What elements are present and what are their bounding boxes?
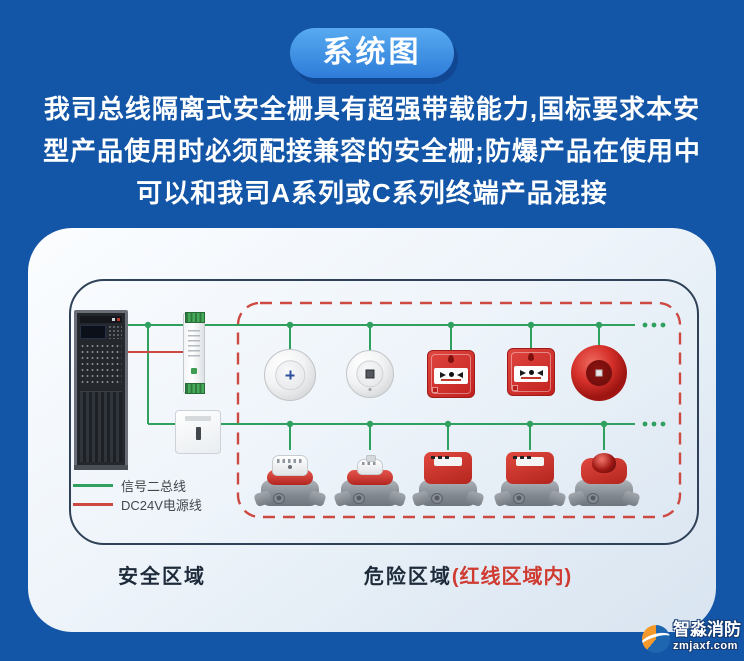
flame-icon [448, 355, 454, 363]
detector-indicator [285, 370, 295, 380]
watermark-text: 智淼消防 zmjaxf.com [673, 620, 741, 652]
cabinet-keypad [108, 325, 122, 339]
cabinet-screen [80, 325, 106, 339]
explosion-proof-manual-call-point-icon [416, 448, 480, 506]
watermark-domain: zmjaxf.com [673, 639, 738, 652]
flame-icon [528, 353, 534, 361]
ex-detector-head [357, 455, 383, 475]
legend-row-power-line: DC24V电源线 [73, 495, 202, 514]
explosion-proof-manual-call-point-icon [498, 448, 562, 506]
bell-striker [595, 369, 603, 377]
explosion-proof-smoke-detector-icon [258, 448, 322, 506]
cabinet-indicator-strip [80, 316, 122, 323]
ex-conduit-port [353, 493, 365, 504]
legend-row-signal-bus: 信号二总线 [73, 476, 202, 495]
barrier-label-print [188, 330, 200, 358]
ex-detector-head [272, 455, 308, 476]
legend: 信号二总线 DC24V电源线 [73, 476, 202, 514]
junction-dots [144, 321, 608, 428]
watermark-brand: 智淼消防 [673, 620, 741, 639]
barrier-terminal-bottom [185, 383, 205, 394]
ex-call-point-label [513, 456, 531, 459]
call-point-glass [514, 366, 548, 382]
ex-junction-box [419, 480, 477, 506]
ex-conduit-port [431, 493, 443, 504]
barrier-terminal-top [185, 312, 205, 323]
system-diagram-panel: 信号二总线 DC24V电源线 安全区域 危险区域(红线区域内) [28, 228, 716, 632]
detector-led [368, 387, 372, 391]
intro-line: 型产品使用时必须配接兼容的安全栅;防爆产品在使用中 [43, 136, 701, 166]
safety-barrier-icon [183, 312, 205, 394]
ex-conduit-port [273, 493, 285, 504]
call-point-corner-mark [512, 385, 518, 391]
intro-line: 可以和我司A系列或C系列终端产品混接 [136, 178, 608, 208]
ex-beacon-lens [592, 453, 616, 473]
cabinet-vents [80, 391, 122, 462]
cabinet-display-row [80, 325, 122, 339]
cabinet-base [74, 465, 128, 470]
manual-call-point-icon [507, 348, 555, 396]
bus-continuation-ellipsis [642, 322, 666, 427]
legend-red-line [73, 503, 113, 506]
ex-junction-box [501, 480, 559, 506]
safe-zone-label: 安全区域 [118, 566, 206, 588]
watermark: 智淼消防 zmjaxf.com [642, 620, 741, 653]
wiring-diagram [69, 279, 699, 545]
danger-zone-label: 危险区域(红线区域内) [308, 560, 628, 589]
alarm-bell-icon [571, 345, 627, 401]
signal-bus-lines [128, 324, 635, 450]
detector-indicator [365, 369, 375, 379]
manual-call-point-icon [427, 350, 475, 398]
explosion-proof-beacon-icon [572, 448, 636, 506]
page-title: 系统图 [290, 28, 454, 78]
legend-green-line [73, 484, 113, 487]
bus-isolator-module-icon [175, 410, 221, 454]
cabinet-led-matrix [80, 343, 122, 387]
explosion-proof-heat-detector-icon [338, 448, 402, 506]
fire-alarm-control-cabinet-icon [74, 310, 128, 470]
watermark-logo-icon [642, 625, 670, 653]
heat-detector-icon [346, 350, 394, 398]
ex-call-point-label [431, 456, 449, 459]
legend-label: 信号二总线 [121, 479, 187, 494]
danger-zone-note: (红线区域内) [451, 566, 573, 588]
danger-zone-text: 危险区域 [363, 566, 452, 588]
ex-junction-box [575, 480, 633, 506]
call-point-corner-mark [432, 387, 438, 393]
call-point-frame [511, 352, 551, 392]
intro-paragraph: 我司总线隔离式安全栅具有超强带载能力,国标要求本安 型产品使用时必须配接兼容的安… [0, 88, 744, 214]
legend-label: DC24V电源线 [121, 498, 202, 513]
smoke-detector-icon [264, 349, 316, 401]
intro-line: 我司总线隔离式安全栅具有超强带载能力,国标要求本安 [43, 94, 701, 124]
call-point-frame [431, 354, 471, 394]
page-title-label: 系统图 [322, 36, 422, 69]
call-point-glass [434, 368, 468, 384]
ex-conduit-port [513, 493, 525, 504]
barrier-status-led [191, 368, 197, 374]
ex-conduit-port [587, 493, 599, 504]
diagram-border [69, 279, 699, 545]
